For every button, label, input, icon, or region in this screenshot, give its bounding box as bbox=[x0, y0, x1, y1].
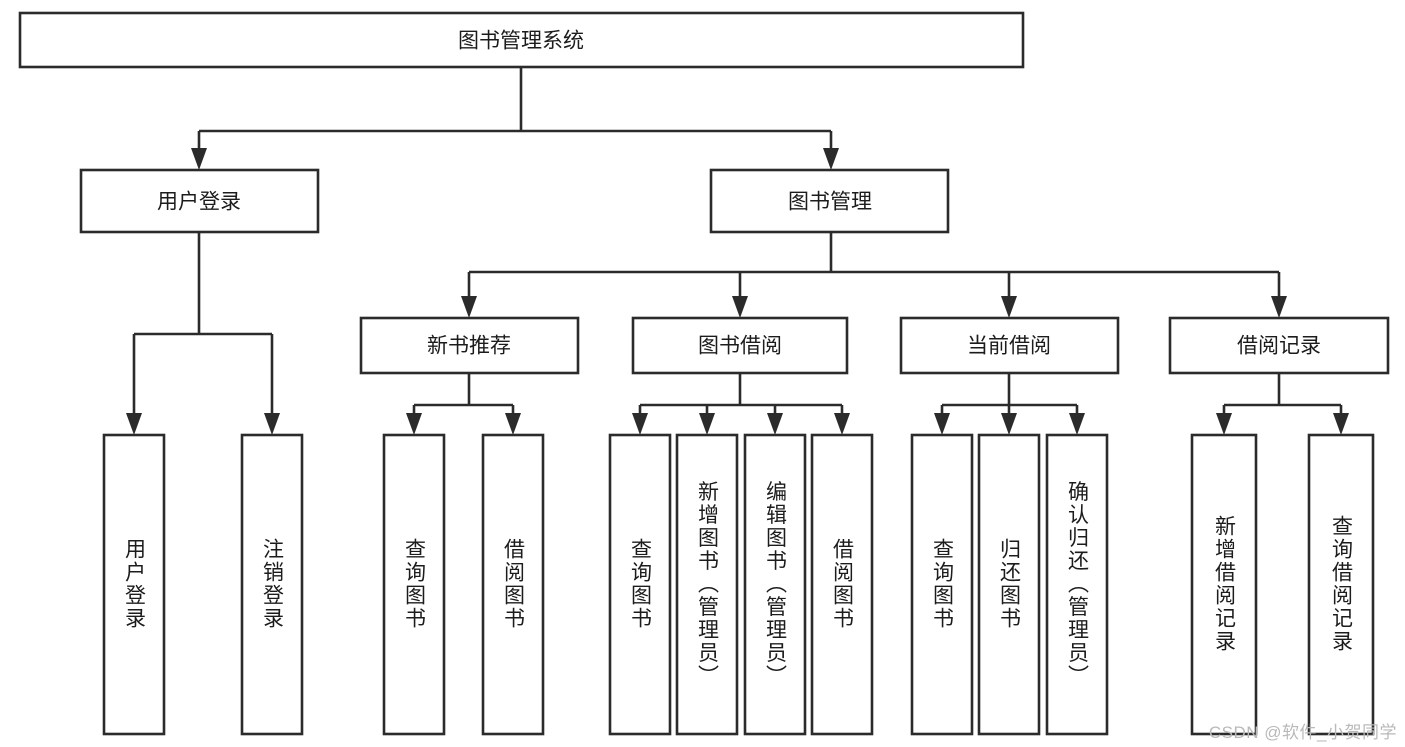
arrow-head-leaf-2 bbox=[264, 413, 280, 435]
leaf-node-11[interactable]: 确认归还（管理员） bbox=[1045, 433, 1109, 736]
leaf-node-7-label: 编辑图书（管理员） bbox=[764, 481, 788, 688]
leaf-node-6-box[interactable] bbox=[675, 433, 739, 736]
connector-group-login bbox=[126, 232, 280, 435]
leaf-node-4[interactable]: 借阅图书 bbox=[481, 433, 545, 736]
arrow-head-current bbox=[1001, 296, 1017, 318]
leaf-node-8-label: 借阅图书 bbox=[831, 538, 855, 630]
node-root[interactable]: 图书管理系统 bbox=[18, 11, 1025, 69]
node-records[interactable]: 借阅记录 bbox=[1168, 316, 1390, 375]
leaf-node-9[interactable]: 查询图书 bbox=[910, 433, 974, 736]
leaf-node-9-label: 查询图书 bbox=[931, 538, 955, 630]
leaf-node-5-box[interactable] bbox=[608, 433, 672, 736]
arrow-head-leaf-5 bbox=[632, 413, 648, 435]
leaf-node-4-box[interactable] bbox=[481, 433, 545, 736]
leaf-node-6-label: 新增图书（管理员） bbox=[696, 481, 720, 688]
arrow-head-leaf-4 bbox=[505, 413, 521, 435]
node-borrow-label: 图书借阅 bbox=[698, 335, 782, 358]
leaf-node-13[interactable]: 查询借阅记录 bbox=[1307, 433, 1375, 736]
leaf-node-8[interactable]: 借阅图书 bbox=[810, 433, 874, 736]
leaf-node-13-box[interactable] bbox=[1307, 433, 1375, 736]
leaf-node-1-label: 用户登录 bbox=[123, 538, 147, 630]
leaf-node-3-box[interactable] bbox=[382, 433, 446, 736]
node-newbook[interactable]: 新书推荐 bbox=[359, 316, 580, 375]
node-newbook-label: 新书推荐 bbox=[427, 335, 511, 358]
node-current-label: 当前借阅 bbox=[967, 335, 1051, 358]
leaf-node-9-box[interactable] bbox=[910, 433, 974, 736]
node-newbook-box[interactable] bbox=[359, 316, 580, 375]
arrow-head-leaf-11 bbox=[1069, 413, 1085, 435]
arrow-head-bookmgmt bbox=[823, 148, 839, 170]
node-login-box[interactable] bbox=[79, 168, 320, 234]
node-bookmgmt-label: 图书管理 bbox=[788, 191, 872, 214]
leaf-node-7-box[interactable] bbox=[743, 433, 807, 736]
node-borrow-box[interactable] bbox=[631, 316, 849, 375]
leaf-node-5-label: 查询图书 bbox=[629, 538, 653, 630]
node-login[interactable]: 用户登录 bbox=[79, 168, 320, 234]
arrow-head-leaf-7 bbox=[767, 413, 783, 435]
arrow-head-leaf-13 bbox=[1333, 413, 1349, 435]
node-current[interactable]: 当前借阅 bbox=[899, 316, 1120, 375]
connector-group-borrow bbox=[632, 373, 850, 435]
leaf-node-11-box[interactable] bbox=[1045, 433, 1109, 736]
arrow-head-records bbox=[1271, 296, 1287, 318]
leaf-node-3[interactable]: 查询图书 bbox=[382, 433, 446, 736]
connector-group-newbook bbox=[406, 373, 521, 435]
leaf-node-8-box[interactable] bbox=[810, 433, 874, 736]
leaf-node-10-label: 归还图书 bbox=[998, 538, 1022, 630]
connector-group-records bbox=[1216, 373, 1349, 435]
leaf-node-2-box[interactable] bbox=[240, 433, 304, 736]
leaf-node-6[interactable]: 新增图书（管理员） bbox=[675, 433, 739, 736]
leaf-node-12-label: 新增借阅记录 bbox=[1213, 515, 1237, 653]
arrow-head-borrow bbox=[732, 296, 748, 318]
leaf-node-13-label: 查询借阅记录 bbox=[1330, 515, 1354, 653]
leaf-node-11-label: 确认归还（管理员） bbox=[1066, 481, 1090, 688]
connector-group-bookmgmt bbox=[461, 232, 1287, 318]
leaf-node-4-label: 借阅图书 bbox=[502, 538, 526, 630]
leaf-node-12[interactable]: 新增借阅记录 bbox=[1190, 433, 1258, 736]
node-borrow[interactable]: 图书借阅 bbox=[631, 316, 849, 375]
leaf-node-10-box[interactable] bbox=[977, 433, 1041, 736]
node-records-label: 借阅记录 bbox=[1237, 335, 1321, 358]
node-current-box[interactable] bbox=[899, 316, 1120, 375]
arrow-head-leaf-9 bbox=[934, 413, 950, 435]
leaf-node-2[interactable]: 注销登录 bbox=[240, 433, 304, 736]
leaf-node-7[interactable]: 编辑图书（管理员） bbox=[743, 433, 807, 736]
arrow-head-leaf-6 bbox=[699, 413, 715, 435]
arrow-head-leaf-12 bbox=[1216, 413, 1232, 435]
arrow-head-leaf-8 bbox=[834, 413, 850, 435]
node-root-label: 图书管理系统 bbox=[458, 30, 584, 53]
connector-group-root bbox=[191, 67, 839, 170]
arrow-head-leaf-1 bbox=[126, 413, 142, 435]
csdn-watermark: CSDN @软件_小贺同学 bbox=[1208, 723, 1397, 742]
leaf-node-1[interactable]: 用户登录 bbox=[102, 433, 166, 736]
leaf-node-2-label: 注销登录 bbox=[261, 538, 285, 630]
node-root-box[interactable] bbox=[18, 11, 1025, 69]
node-records-box[interactable] bbox=[1168, 316, 1390, 375]
node-login-label: 用户登录 bbox=[157, 191, 241, 214]
leaf-node-10[interactable]: 归还图书 bbox=[977, 433, 1041, 736]
leaf-node-3-label: 查询图书 bbox=[403, 538, 427, 630]
arrow-head-leaf-3 bbox=[406, 413, 422, 435]
leaf-node-5[interactable]: 查询图书 bbox=[608, 433, 672, 736]
node-bookmgmt[interactable]: 图书管理 bbox=[709, 168, 950, 234]
connector-group-current bbox=[934, 373, 1085, 435]
arrow-head-newbook bbox=[461, 296, 477, 318]
arrow-head-leaf-10 bbox=[1001, 413, 1017, 435]
arrow-head-login bbox=[191, 148, 207, 170]
leaf-node-1-box[interactable] bbox=[102, 433, 166, 736]
leaf-node-12-box[interactable] bbox=[1190, 433, 1258, 736]
node-bookmgmt-box[interactable] bbox=[709, 168, 950, 234]
